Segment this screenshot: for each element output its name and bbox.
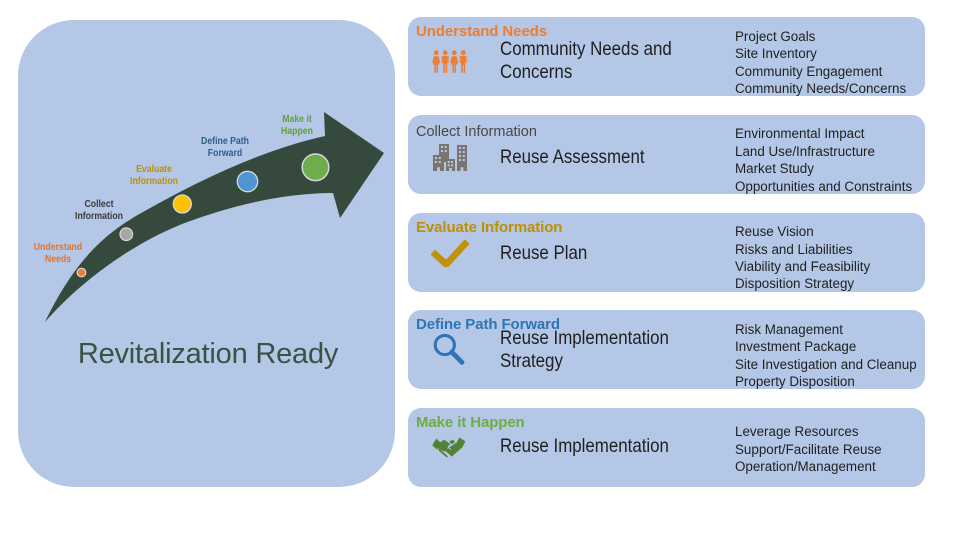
swoosh-arrow-shape — [45, 112, 384, 322]
phase-row-evaluate-information: Evaluate Information Reuse Plan Reuse Vi… — [408, 212, 925, 292]
phase-label: Reuse Implementation — [500, 436, 669, 457]
handshake-icon — [432, 437, 468, 465]
phase-item: Risks and Liabilities — [735, 241, 853, 257]
stage-dot-understand — [76, 267, 87, 278]
stage-dot-collect — [119, 227, 134, 242]
phase-item-list: Project Goals Site Inventory Community E… — [735, 17, 925, 96]
stage-dot-evaluate — [172, 194, 192, 214]
phase-row-define-path-forward: Define Path Forward Reuse Implementation… — [408, 310, 925, 390]
phase-item: Environmental Impact — [735, 126, 865, 142]
phase-header: Define Path Forward — [416, 316, 560, 334]
phase-item: Community Engagement — [735, 63, 883, 79]
phase-row-collect-information: Collect Information — [408, 114, 925, 194]
phase-item-list: Reuse Vision Risks and Liabilities Viabi… — [735, 213, 925, 292]
phase-item-list: Risk Management Investment Package Site … — [735, 310, 925, 389]
phase-label: Reuse Implementation Strategy — [500, 328, 669, 373]
phase-item: Community Needs/Concerns — [735, 80, 907, 96]
phase-header: Understand Needs — [416, 23, 547, 40]
checkmark-icon — [430, 239, 470, 272]
phase-row-make-it-happen: Make it Happen — [408, 408, 925, 487]
phase-item: Opportunities and Constraints — [735, 178, 913, 194]
phase-item: Disposition Strategy — [735, 276, 855, 292]
phase-item: Property Disposition — [735, 374, 855, 390]
phase-item: Investment Package — [735, 339, 857, 355]
phase-item: Project Goals — [735, 28, 816, 44]
phase-item-list: Leverage Resources Support/Facilitate Re… — [735, 408, 925, 487]
phase-label: Community Needs and Concerns — [500, 39, 672, 83]
phase-rows: Understand Needs — [408, 17, 925, 488]
phase-item: Market Study — [735, 161, 814, 177]
phase-item: Leverage Resources — [735, 424, 859, 440]
panel-title: Revitalization Ready — [77, 337, 339, 370]
phase-header: Evaluate Information — [416, 218, 563, 236]
people-icon — [432, 50, 467, 80]
buildings-icon — [433, 143, 467, 176]
magnifier-icon — [432, 332, 467, 372]
phase-label: Reuse Plan — [500, 242, 588, 264]
phase-item: Risk Management — [735, 321, 843, 337]
phase-item: Site Inventory — [735, 46, 817, 62]
growth-arrow-graphic — [45, 112, 384, 322]
phase-header: Collect Information — [416, 123, 537, 140]
phase-item: Reuse Vision — [735, 224, 814, 240]
stage-dot-make — [301, 153, 330, 182]
stage-dot-define — [236, 170, 259, 193]
phase-item: Site Investigation and Cleanup — [735, 356, 917, 372]
phase-item: Viability and Feasibility — [735, 259, 871, 274]
phase-row-understand-needs: Understand Needs — [408, 17, 925, 96]
phase-label: Reuse Assessment — [500, 146, 645, 168]
phase-header: Make it Happen — [416, 414, 525, 431]
phase-item: Operation/Management — [735, 458, 876, 474]
phase-item: Support/Facilitate Reuse — [735, 441, 882, 457]
phase-item: Land Use/Infrastructure — [735, 143, 875, 159]
phase-item-list: Environmental Impact Land Use/Infrastruc… — [735, 115, 925, 194]
